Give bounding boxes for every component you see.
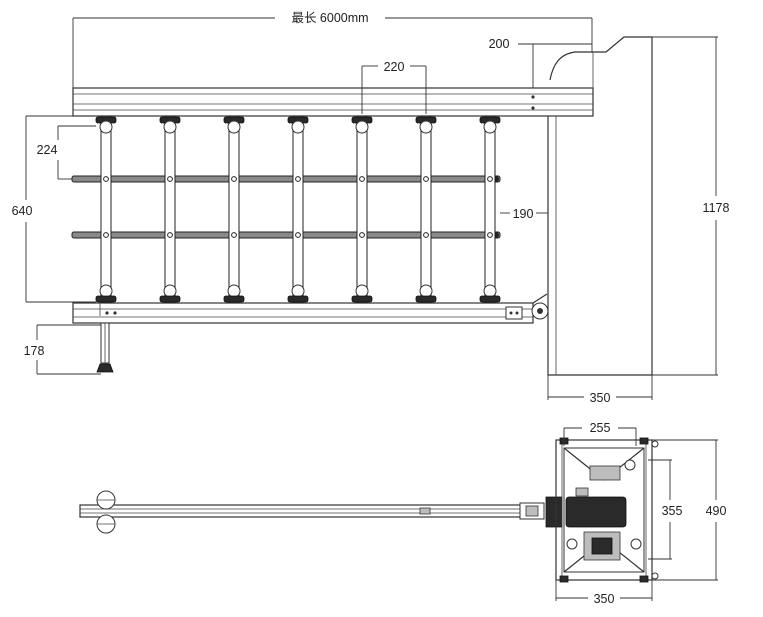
dim-1178-label: 1178 — [703, 201, 730, 215]
grille-horizontal-bars — [71, 175, 501, 239]
grille-post — [479, 115, 501, 303]
max-length-dimension: 最长 6000mm — [72, 11, 593, 88]
dim-200-label: 200 — [489, 37, 510, 51]
grille-post — [95, 115, 117, 303]
dim-490: 490 — [652, 439, 727, 581]
dim-490-label: 490 — [706, 504, 727, 518]
max-length-label: 最长 6000mm — [291, 11, 368, 25]
dim-255: 255 — [563, 421, 637, 446]
dim-220: 220 — [361, 60, 427, 114]
dim-355: 355 — [648, 459, 683, 560]
grille-posts — [95, 115, 501, 303]
boom-coupling — [519, 496, 563, 528]
dim-190: 190 — [500, 207, 548, 221]
dim-640: 640 — [12, 115, 96, 303]
grille-post — [351, 115, 373, 303]
dim-350-bottom-label: 350 — [594, 592, 615, 606]
grille-post — [415, 115, 437, 303]
dim-350-top: 350 — [547, 375, 653, 405]
top-boom-rail — [72, 87, 594, 117]
cabinet-top — [555, 437, 659, 583]
dim-224-label: 224 — [37, 143, 58, 157]
dim-350-top-label: 350 — [590, 391, 611, 405]
gate-cabinet — [547, 36, 653, 376]
dim-640-label: 640 — [12, 204, 33, 218]
dim-190-label: 190 — [513, 207, 534, 221]
grille-post — [223, 115, 245, 303]
dim-178: 178 — [24, 324, 101, 375]
grille-post — [159, 115, 181, 303]
end-wheels — [96, 490, 116, 534]
front-view: 最长 6000mm — [12, 11, 730, 405]
bottom-rail — [72, 293, 549, 324]
support-foot — [96, 303, 117, 373]
top-boom — [79, 504, 523, 518]
dim-224: 224 — [37, 125, 96, 180]
dim-200: 200 — [489, 37, 592, 88]
dim-350-bottom: 350 — [555, 580, 653, 606]
top-view: 255 355 490 350 — [79, 421, 727, 606]
dim-178-label: 178 — [24, 344, 45, 358]
dim-355-label: 355 — [662, 504, 683, 518]
dim-220-label: 220 — [384, 60, 405, 74]
grille-post — [287, 115, 309, 303]
dim-1178: 1178 — [652, 36, 730, 376]
dim-255-label: 255 — [590, 421, 611, 435]
